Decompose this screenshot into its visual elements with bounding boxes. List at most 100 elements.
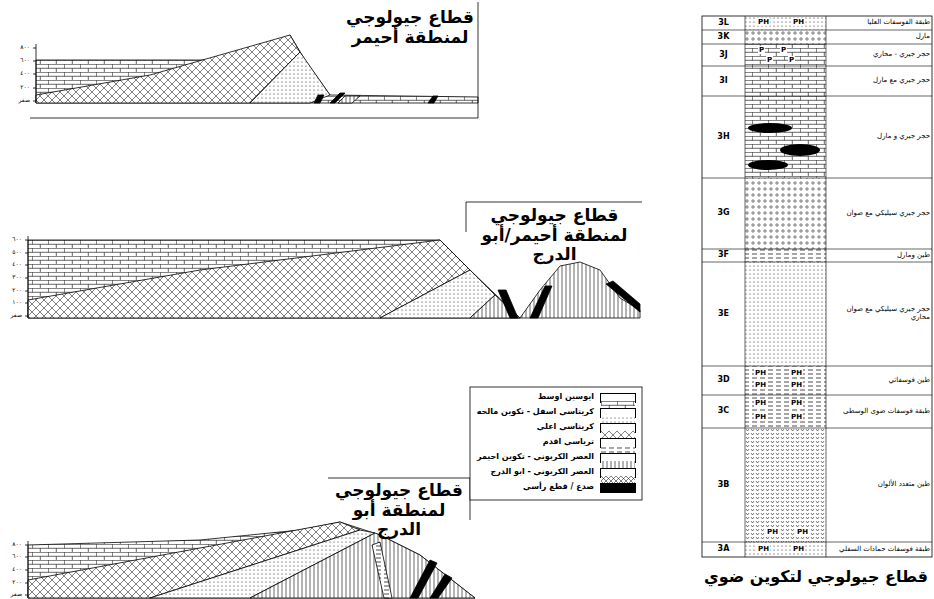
axis-tick: ٢٠٠: [1, 579, 22, 586]
stratum-row: 3Jحجر جيري - محاري: [702, 44, 932, 66]
section-title: قطاع جيولوجي لمنطقة أحيمر: [345, 8, 475, 47]
axis-tick: ٨٠٠: [9, 44, 30, 51]
unit-code: 3F: [702, 251, 745, 260]
phosphate-mark: PH: [790, 381, 803, 389]
phosphate-mark: PH: [754, 399, 767, 407]
phosphate-mark: PH: [792, 545, 805, 553]
rock-pattern: [745, 262, 826, 366]
stratum-row: 3Eحجر جيري سيليكي مع صوان محاري: [702, 262, 932, 366]
row-line: [702, 542, 932, 543]
rock-pattern: [745, 178, 826, 249]
legend-swatch: [600, 438, 636, 448]
legend-swatch: [600, 483, 636, 493]
legend-text: العصر الكربوني - ابو الدرج: [490, 467, 594, 476]
phosphate-mark: PH: [766, 528, 779, 536]
phosphate-mark: PH: [754, 413, 767, 421]
phosphate-mark: PH: [792, 18, 805, 26]
unit-code: 3B: [702, 481, 745, 490]
stratum-row: 3K مارل: [702, 30, 932, 44]
phosphate-mark: PH: [796, 528, 809, 536]
rock-pattern: [745, 96, 826, 178]
axis-tick: ٣٠٠: [1, 274, 22, 281]
row-line: [702, 178, 932, 179]
column-line: [745, 16, 746, 557]
axis-tick: ٤٠٠: [1, 261, 22, 268]
axis-tick: ٦٠٠: [1, 236, 22, 243]
row-line: [702, 262, 932, 263]
axis-tick: صفر: [1, 312, 22, 319]
stratum-row: 3Aطبقة فوسفات حمادات السفلي: [702, 542, 932, 557]
stratum-row: 3Bطين متعدد الألوان: [702, 428, 932, 542]
legend-text: كريتاسي اعلي: [537, 422, 594, 431]
unit-code: 3C: [702, 407, 745, 416]
rock-pattern: [745, 30, 826, 44]
axis-tick: ٢٠٠: [9, 84, 30, 91]
column-line: [826, 16, 827, 557]
legend-text: العصر الكربوني - تكوين احيمر: [477, 452, 594, 461]
row-line: [702, 66, 932, 67]
section-title: قطاع جيولوجي لمنطقة أحيمر/أبو الدرج: [462, 206, 647, 265]
row-line: [702, 44, 932, 45]
unit-description: مارل: [828, 33, 930, 41]
rock-pattern: [745, 249, 826, 262]
unit-code: 3H: [702, 133, 745, 142]
rock-pattern: [745, 66, 826, 96]
legend-swatch: [600, 468, 636, 478]
unit-description: حجر جيري سيليكي مع صوان: [828, 210, 930, 218]
unit-description: حجر جيري - محاري: [828, 51, 930, 59]
stratum-row: 3F طين ومارل: [702, 249, 932, 262]
phosphate-mark: P: [780, 46, 787, 54]
phosphate-mark: PH: [754, 381, 767, 389]
legend-text: ترياسي اقدم: [543, 437, 594, 446]
legend-text: ايوسين اوسط: [538, 392, 594, 401]
legend-text: صدع / قطع رأسي: [523, 482, 594, 491]
phosphate-mark: PH: [757, 18, 770, 26]
unit-code: 3K: [702, 33, 745, 42]
axis-tick: ٢٠٠: [1, 287, 22, 294]
axis-tick: ٤٠٠: [9, 70, 30, 77]
axis-tick: ٦٠٠: [9, 57, 30, 64]
unit-description: طين فوسفاتي: [828, 377, 930, 385]
unit-code: 3D: [702, 376, 745, 385]
rock-pattern: [745, 366, 826, 395]
row-line: [702, 366, 932, 367]
rock-pattern: [745, 428, 826, 542]
unit-description: طبقة فوسفات ضوى الوسطى: [828, 408, 930, 416]
unit-description: حجر جيري مع مارل: [828, 77, 930, 85]
axis-tick: ٦٠٠: [1, 553, 22, 560]
unit-code: 3G: [702, 209, 745, 218]
legend-swatch: [600, 393, 636, 403]
phosphate-mark: P: [758, 46, 765, 54]
stratum-row: 3I حجر جيري مع مارل: [702, 66, 932, 96]
table-frame: [702, 16, 932, 557]
phosphate-mark: P: [788, 56, 795, 64]
axis-tick: ١٠٠: [1, 299, 22, 306]
axis-tick: صفر: [9, 97, 30, 104]
phosphate-mark: PH: [790, 369, 803, 377]
section-title: قطاع جيولوجي لتكوين ضوي: [700, 568, 932, 586]
unit-description: طين ومارل: [828, 252, 930, 260]
phosphate-mark: PH: [757, 545, 770, 553]
unit-description: حجر جيري سيليكي مع صوان محاري: [828, 306, 930, 321]
stratum-row: 3H حجر جيري و مارل: [702, 96, 932, 178]
row-line: [702, 249, 932, 250]
unit-code: 3I: [702, 77, 745, 86]
unit-description: حجر جيري و مارل: [828, 133, 930, 141]
row-line: [702, 30, 932, 31]
phosphate-mark: PH: [790, 413, 803, 421]
rock-pattern: [745, 16, 826, 30]
stratum-row: 3C طبقة فوسفات ضوى الوسطى: [702, 395, 932, 428]
stratum-row: 3Lطبقة الفوسفات العليا: [702, 16, 932, 30]
row-line: [702, 96, 932, 97]
rock-pattern: [745, 542, 826, 557]
stratum-row: 3G حجر جيري سيليكي مع صوان: [702, 178, 932, 249]
row-line: [702, 395, 932, 396]
unit-code: 3L: [702, 19, 745, 28]
rock-pattern: [745, 395, 826, 428]
axis-tick: ٤٠٠: [1, 566, 22, 573]
unit-code: 3A: [702, 545, 745, 554]
legend-swatch: [600, 453, 636, 463]
phosphate-mark: PH: [790, 399, 803, 407]
